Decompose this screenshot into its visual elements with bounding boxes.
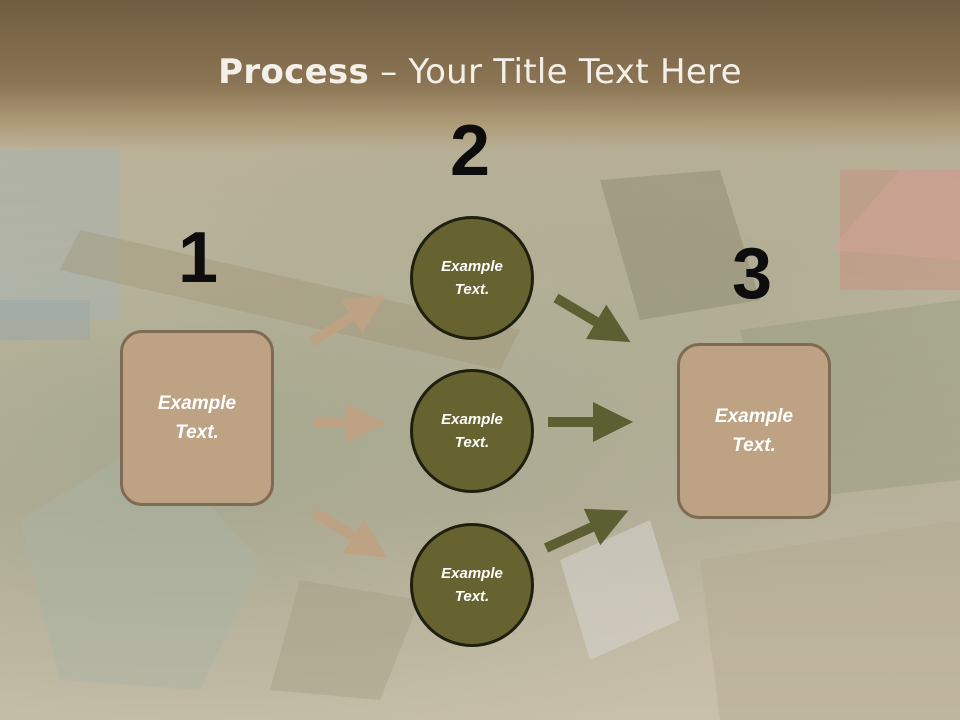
- circle-top: Example Text.: [410, 216, 534, 340]
- title-bold: Process: [218, 52, 370, 92]
- step-number-1: 1: [178, 218, 219, 298]
- slide-title: Process – Your Title Text Here: [0, 52, 960, 92]
- step-number-2: 2: [450, 111, 491, 191]
- circle-top-label: Example Text.: [441, 258, 503, 298]
- step-1-label: Example Text.: [157, 393, 237, 443]
- circle-bottom: Example Text.: [410, 523, 534, 647]
- arrow-1-to-circle-bottom: [311, 507, 388, 558]
- step-number-3: 3: [732, 234, 773, 314]
- arrow-circle-bottom-to-3: [543, 508, 629, 553]
- circle-middle-label: Example Text.: [441, 411, 503, 451]
- arrow-circle-top-to-3: [553, 293, 631, 343]
- circle-bottom-label: Example Text.: [441, 565, 503, 605]
- arrow-1-to-circle-top: [309, 295, 386, 347]
- circle-middle: Example Text.: [410, 369, 534, 493]
- title-rest: – Your Title Text Here: [369, 52, 742, 92]
- step-3-box: Example Text.: [677, 343, 831, 519]
- title-band: [0, 0, 960, 150]
- step-1-box: Example Text.: [120, 330, 274, 506]
- step-3-label: Example Text.: [714, 406, 794, 456]
